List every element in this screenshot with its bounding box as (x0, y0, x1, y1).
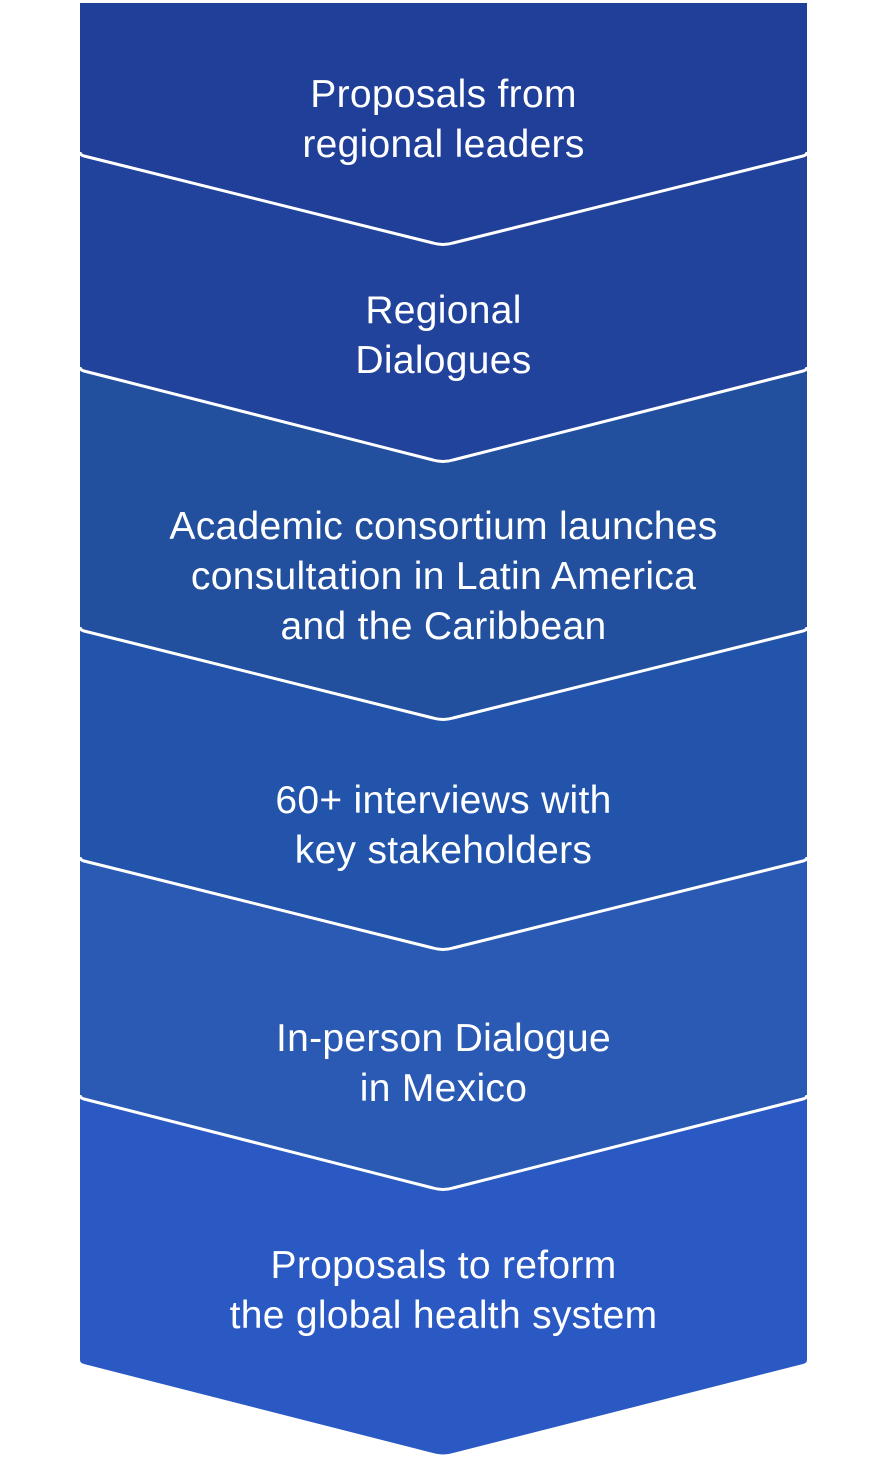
step-6-line-2: the global health system (229, 1294, 658, 1337)
step-4-line-1: 60+ interviews with (275, 779, 612, 822)
step-2-line-1: Regional (365, 289, 522, 332)
step-1-label: Proposals from regional leaders (80, 70, 807, 170)
step-6-label: Proposals to reform the global health sy… (80, 1241, 807, 1341)
step-1-line-2: regional leaders (302, 123, 585, 166)
step-1-line-1: Proposals from (310, 73, 577, 116)
step-3-label: Academic consortium launches consultatio… (80, 502, 807, 652)
step-5-label: In-person Dialogue in Mexico (80, 1014, 807, 1114)
step-6-line-1: Proposals to reform (270, 1244, 617, 1287)
step-3-line-3: and the Caribbean (280, 605, 607, 648)
step-5-line-2: in Mexico (359, 1067, 528, 1110)
chevron-divider-3 (78, 626, 809, 721)
chevron-divider-1 (78, 151, 809, 246)
step-3-line-2: consultation in Latin America (190, 555, 697, 598)
step-4-label: 60+ interviews with key stakeholders (80, 776, 807, 876)
chevron-step-1 (80, 3, 807, 245)
step-4-line-2: key stakeholders (294, 829, 593, 872)
step-2-line-2: Dialogues (355, 339, 532, 382)
step-2-label: Regional Dialogues (80, 286, 807, 386)
step-5-line-1: In-person Dialogue (276, 1017, 611, 1060)
step-3-line-1: Academic consortium launches (169, 505, 718, 548)
chevron-divider-2 (78, 366, 809, 463)
chevron-divider-4 (78, 856, 809, 951)
chevron-divider-5 (78, 1094, 809, 1191)
